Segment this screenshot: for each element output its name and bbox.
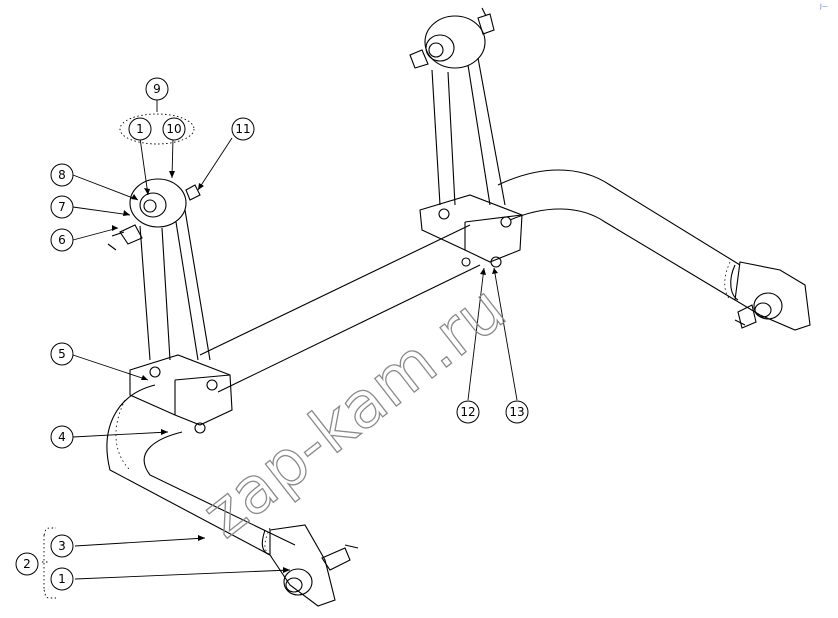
callout-7-circle bbox=[50, 195, 74, 219]
callout-9: 9 bbox=[153, 82, 161, 96]
callout-11: 11 bbox=[235, 122, 250, 136]
callout-7: 7 bbox=[58, 200, 66, 214]
callout-3: 3 bbox=[58, 539, 66, 553]
callout-8-circle bbox=[50, 163, 74, 187]
callout-5: 5 bbox=[58, 347, 66, 361]
callouts bbox=[15, 77, 529, 591]
callout-1-top-circle bbox=[128, 117, 152, 141]
group-outlines bbox=[42, 113, 195, 599]
stabilizer-bar bbox=[106, 169, 811, 607]
callout-2-circle bbox=[15, 552, 39, 576]
callout-11-circle bbox=[231, 117, 255, 141]
callout-2: 2 bbox=[23, 557, 31, 571]
callout-3-circle bbox=[50, 534, 74, 558]
callout-1-top: 1 bbox=[136, 122, 144, 136]
callout-10-circle bbox=[162, 117, 186, 141]
callout-8: 8 bbox=[58, 168, 66, 182]
corner-mark: J— bbox=[819, 3, 828, 10]
right-link bbox=[409, 7, 523, 268]
callout-4-circle bbox=[50, 425, 74, 449]
right-end-fitting bbox=[734, 292, 783, 329]
callout-12-circle bbox=[456, 400, 480, 424]
left-link bbox=[107, 178, 233, 434]
bar-shading bbox=[115, 261, 731, 557]
callout-13-circle bbox=[505, 400, 529, 424]
callout-9-circle bbox=[145, 77, 169, 101]
left-end-fitting bbox=[283, 544, 359, 596]
callout-1-bottom-circle bbox=[50, 567, 74, 591]
callout-labels: 9 1 10 11 8 7 6 5 4 2 3 1 12 13 bbox=[23, 82, 524, 586]
leader-arrowheads bbox=[112, 171, 498, 573]
callout-6: 6 bbox=[58, 233, 66, 247]
callout-1-bottom: 1 bbox=[58, 572, 66, 586]
callout-6-circle bbox=[50, 228, 74, 252]
callout-4: 4 bbox=[58, 430, 66, 444]
callout-10: 10 bbox=[166, 122, 181, 136]
callout-13: 13 bbox=[509, 405, 524, 419]
callout-12: 12 bbox=[460, 405, 475, 419]
callout-5-circle bbox=[50, 342, 74, 366]
